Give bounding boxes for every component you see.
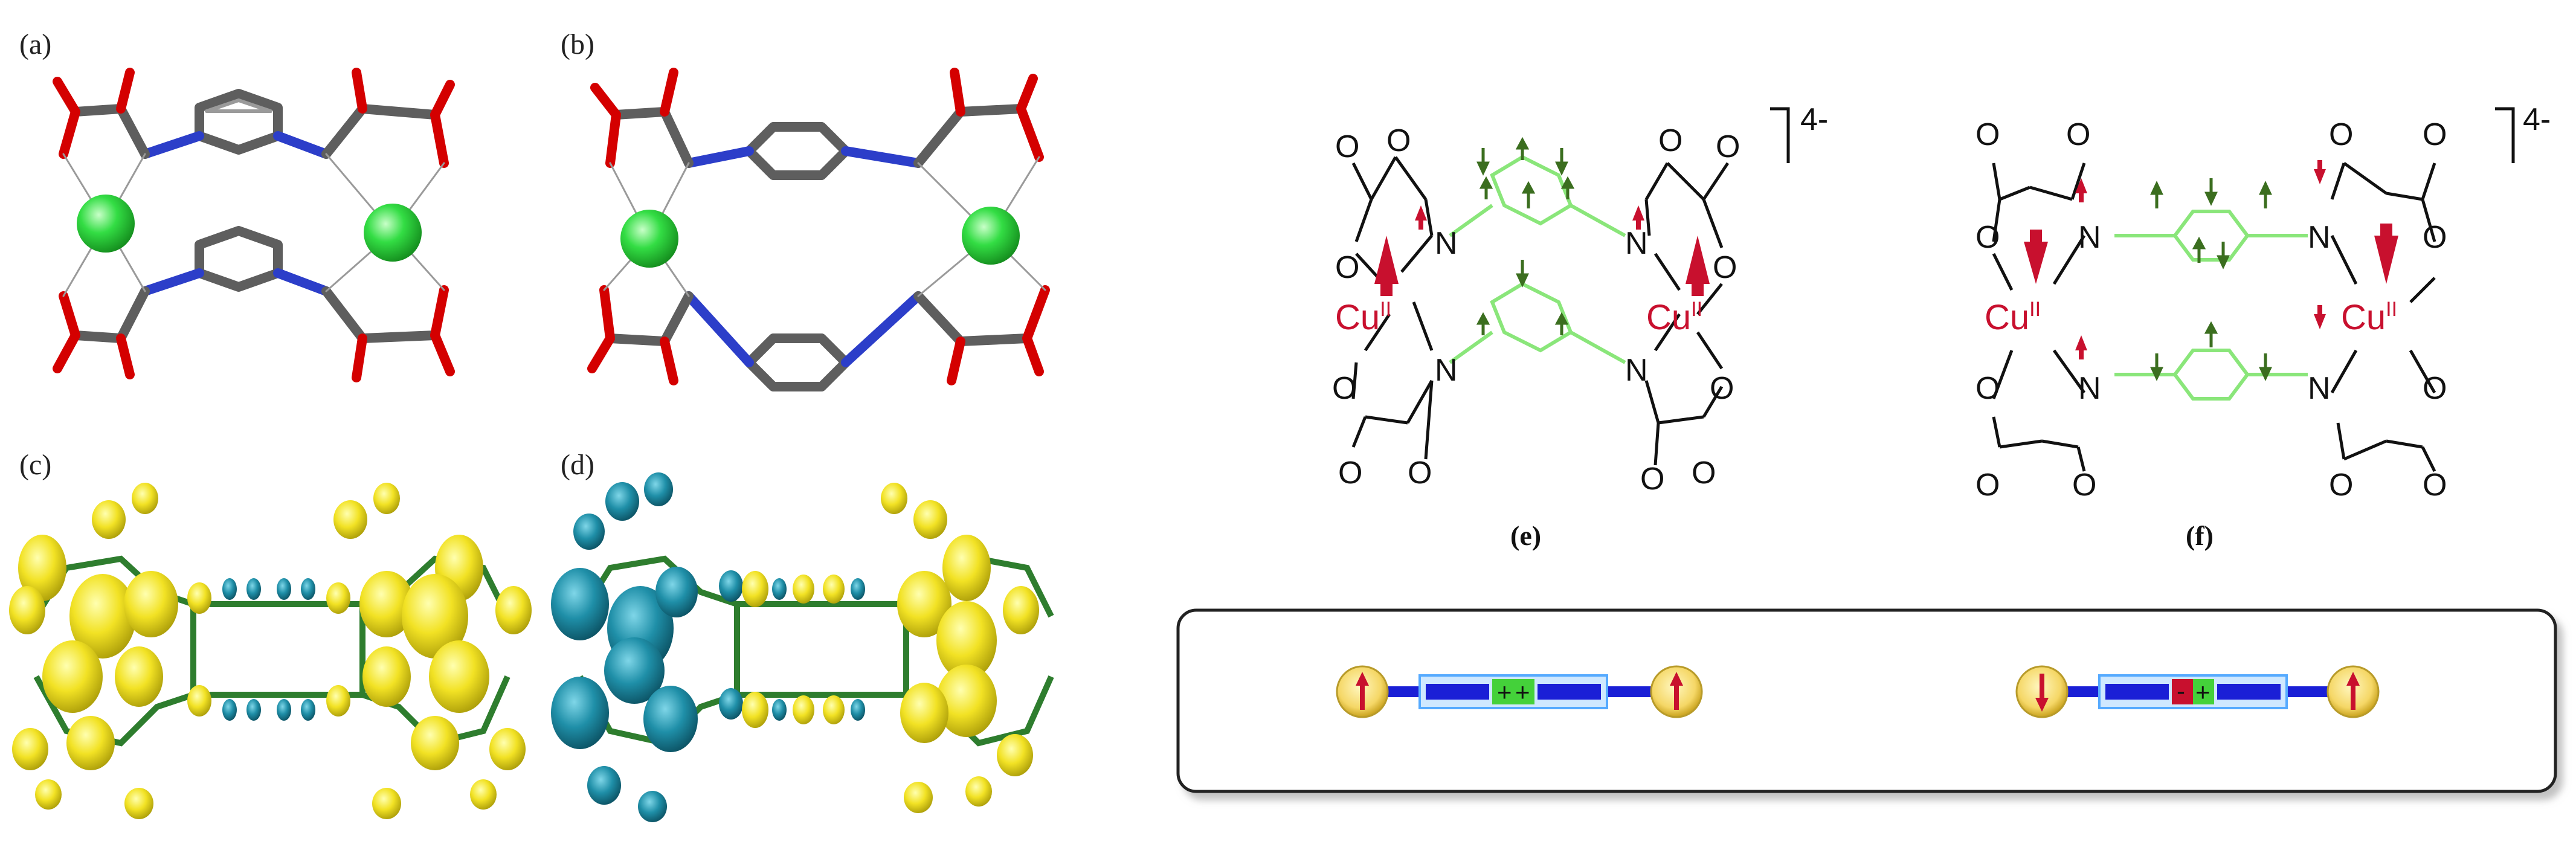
atom-o: O bbox=[1713, 250, 1737, 285]
atom-n: N bbox=[1435, 226, 1458, 261]
panel-d-spin-density bbox=[551, 472, 1054, 822]
atom-o: O bbox=[1386, 123, 1411, 158]
panel-label-d: (d) bbox=[561, 449, 594, 481]
atom-n: N bbox=[1435, 353, 1458, 388]
atom-n: N bbox=[2078, 220, 2101, 255]
atom-o: O bbox=[2423, 371, 2447, 406]
svg-text:CuII: CuII bbox=[1985, 298, 2041, 337]
atom-o: O bbox=[1408, 456, 1432, 491]
atom-o: O bbox=[1335, 129, 1359, 164]
svg-text:CuII: CuII bbox=[2341, 298, 2397, 337]
atom-o: O bbox=[1975, 220, 2000, 255]
panel-e-scheme: O O O N N O O O N N O O O O O O CuII CuI… bbox=[1332, 107, 1790, 497]
atom-o: O bbox=[1975, 371, 2000, 406]
copper-sphere-b-left bbox=[620, 210, 678, 268]
atom-n: N bbox=[2308, 371, 2331, 406]
spin-sign-right-1: - bbox=[2177, 677, 2185, 705]
atom-n: N bbox=[2308, 220, 2331, 255]
atom-o: O bbox=[1975, 117, 2000, 152]
atom-o: O bbox=[2072, 468, 2096, 503]
charge-f: 4- bbox=[2523, 102, 2551, 137]
svg-text:CuII: CuII bbox=[1335, 298, 1391, 337]
atom-o: O bbox=[1640, 462, 1664, 497]
atom-o: O bbox=[2423, 468, 2447, 503]
atom-o: O bbox=[2329, 468, 2353, 503]
atom-o: O bbox=[1692, 456, 1716, 491]
atom-o: O bbox=[1332, 371, 1356, 406]
spin-sign-left-1: + bbox=[1497, 678, 1512, 706]
panel-label-a: (a) bbox=[19, 28, 52, 60]
charge-e: 4- bbox=[1800, 102, 1829, 137]
atom-n: N bbox=[1625, 226, 1648, 261]
spin-sign-left-2: + bbox=[1515, 678, 1530, 706]
panel-a-structure bbox=[53, 68, 455, 382]
atom-n: N bbox=[1625, 353, 1648, 388]
atom-o: O bbox=[2423, 117, 2447, 152]
atom-o: O bbox=[2066, 117, 2090, 152]
atom-o: O bbox=[2423, 220, 2447, 255]
atom-o: O bbox=[1710, 371, 1734, 406]
spin-scheme-box: + + - + bbox=[1176, 608, 2557, 793]
caption-f: (f) bbox=[2186, 520, 2214, 551]
atom-o: O bbox=[1975, 468, 2000, 503]
spin-sign-right-2: + bbox=[2195, 678, 2211, 706]
panel-label-b: (b) bbox=[561, 28, 594, 60]
caption-e: (e) bbox=[1510, 520, 1542, 551]
panel-b-structure bbox=[587, 68, 1050, 391]
copper-sphere-a-right bbox=[364, 204, 422, 262]
panel-label-c: (c) bbox=[19, 449, 52, 481]
atom-n: N bbox=[2078, 371, 2101, 406]
atom-o: O bbox=[1338, 456, 1362, 491]
copper-sphere-a-left bbox=[77, 195, 135, 253]
atom-o: O bbox=[2329, 117, 2353, 152]
atom-o: O bbox=[1658, 123, 1682, 158]
atom-o: O bbox=[1716, 129, 1740, 164]
copper-sphere-b-right bbox=[962, 207, 1020, 265]
panel-f-scheme: O O O N O N O O N N O O O O O O CuII CuI… bbox=[1975, 107, 2515, 503]
svg-text:CuII: CuII bbox=[1646, 298, 1702, 337]
atom-o: O bbox=[1335, 250, 1359, 285]
panel-c-spin-density bbox=[9, 483, 532, 819]
